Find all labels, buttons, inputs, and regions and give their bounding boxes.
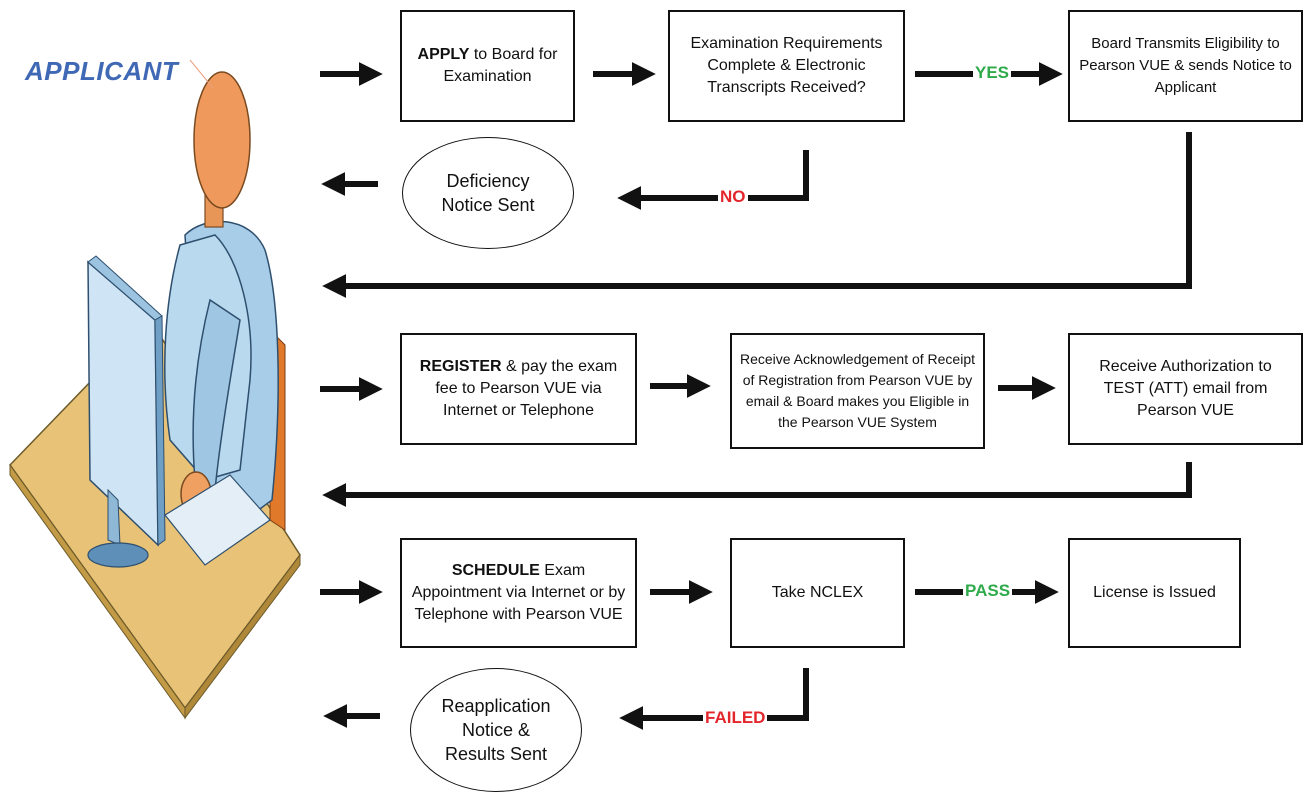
requirements-decision-box: Examination Requirements Complete & Elec… — [668, 10, 905, 122]
desk-side-edge — [184, 553, 301, 720]
person-head — [193, 71, 251, 209]
board-transmits-box: Board Transmits Eligibility to Pearson V… — [1068, 10, 1303, 122]
no-label: NO — [718, 187, 748, 207]
authorization-text: Receive Authorization to TEST (ATT) emai… — [1099, 358, 1272, 419]
acknowledgement-box: Receive Acknowledgement of Receipt of Re… — [730, 333, 985, 449]
register-text: & pay the exam fee to Pearson VUE via In… — [435, 358, 618, 419]
board-transmits-text: Board Transmits Eligibility to Pearson V… — [1079, 35, 1292, 96]
arrow-failed — [619, 668, 809, 730]
arrow-return-row2 — [322, 462, 1192, 507]
schedule-box-text: SCHEDULE Exam Appointment via Internet o… — [410, 560, 627, 626]
pass-label: PASS — [963, 581, 1013, 601]
yes-label: YES — [973, 63, 1012, 83]
label-leader-line — [189, 59, 214, 89]
arrow-return-row1 — [322, 132, 1192, 298]
deficiency-notice-oval: Deficiency Notice Sent — [402, 137, 574, 249]
register-bold-label: REGISTER — [419, 358, 502, 375]
take-nclex-text: Take NCLEX — [771, 584, 864, 601]
license-issued-box: License is Issued — [1068, 538, 1241, 648]
monitor-base — [87, 542, 149, 568]
requirements-text: Examination Requirements Complete & Elec… — [690, 35, 883, 96]
reapplication-text: Reapplication Notice & Results Sent — [441, 696, 551, 764]
apply-text: to Board for Examination — [443, 46, 558, 85]
arrow-no — [617, 150, 809, 210]
reapplication-notice-oval: Reapplication Notice & Results Sent — [410, 668, 582, 792]
acknowledgement-text: Receive Acknowledgement of Receipt of Re… — [739, 351, 976, 430]
apply-box: APPLY to Board for Examination — [400, 10, 575, 122]
monitor-side — [154, 315, 166, 546]
schedule-text: Exam Appointment via Internet or by Tele… — [411, 562, 626, 623]
authorization-box: Receive Authorization to TEST (ATT) emai… — [1068, 333, 1303, 445]
failed-label: FAILED — [703, 708, 768, 728]
register-box: REGISTER & pay the exam fee to Pearson V… — [400, 333, 637, 445]
take-nclex-box: Take NCLEX — [730, 538, 905, 648]
applicant-illustration — [9, 59, 301, 720]
schedule-box: SCHEDULE Exam Appointment via Internet o… — [400, 538, 637, 648]
schedule-bold-label: SCHEDULE — [451, 562, 540, 579]
deficiency-text: Deficiency Notice Sent — [441, 171, 535, 215]
register-box-text: REGISTER & pay the exam fee to Pearson V… — [410, 356, 627, 422]
apply-box-text: APPLY to Board for Examination — [410, 44, 565, 88]
applicant-label: APPLICANT — [25, 56, 179, 86]
apply-bold-label: APPLY — [417, 46, 470, 63]
keyboard — [164, 474, 271, 566]
license-text: License is Issued — [1093, 584, 1216, 601]
